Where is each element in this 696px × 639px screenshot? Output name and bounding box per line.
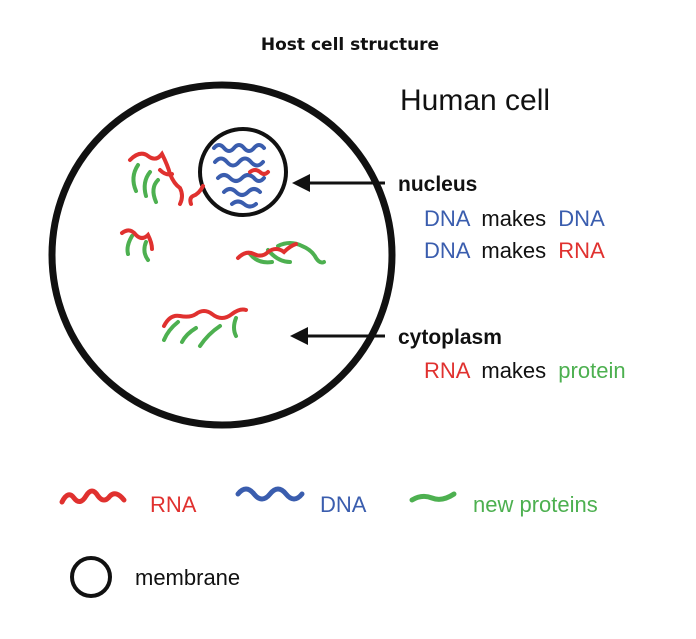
strand-cluster-bottom — [162, 307, 248, 348]
nucleus-line-2-b: RNA — [558, 238, 605, 263]
strand-cluster-left — [120, 228, 154, 262]
legend-dna-label: DNA — [320, 492, 367, 517]
cytoplasm-arrow — [290, 327, 385, 345]
nucleus-membrane — [198, 127, 288, 217]
nucleus-line-1: DNA makes DNA — [424, 206, 605, 231]
legend-membrane-icon — [70, 556, 112, 598]
nucleus-dna-strands — [212, 143, 266, 209]
nucleus-line-2-mid: makes — [481, 238, 546, 263]
legend-rna-icon — [59, 488, 127, 505]
nucleus-line-1-mid: makes — [481, 206, 546, 231]
cytoplasm-line-1-mid: makes — [481, 358, 546, 383]
legend-membrane-label: membrane — [135, 565, 240, 590]
nucleus-rna-strands — [188, 168, 270, 206]
cell-membrane — [48, 81, 396, 429]
nucleus-arrow — [292, 174, 385, 192]
cytoplasm-line-1: RNA makes protein — [424, 358, 626, 383]
legend-dna-icon — [235, 486, 305, 502]
legend-protein-icon — [409, 491, 457, 503]
nucleus-label: nucleus — [398, 173, 477, 196]
cytoplasm-line-1-b: protein — [558, 358, 625, 383]
cytoplasm-label: cytoplasm — [398, 326, 502, 349]
cytoplasm-line-1-a: RNA — [424, 358, 471, 383]
nucleus-line-1-a: DNA — [424, 206, 471, 231]
cell-label: Human cell — [400, 84, 550, 117]
legend-proteins-label: new proteins — [473, 492, 598, 517]
nucleus-line-2-a: DNA — [424, 238, 471, 263]
legend-rna-label: RNA — [150, 492, 197, 517]
diagram-title: Host cell structure — [261, 35, 439, 55]
nucleus-line-1-b: DNA — [558, 206, 605, 231]
strand-cluster-right — [236, 241, 326, 265]
nucleus-line-2: DNA makes RNA — [424, 238, 605, 263]
legend: RNA DNA new proteins membrane — [59, 486, 598, 598]
strand-cluster-top-left — [128, 150, 184, 206]
